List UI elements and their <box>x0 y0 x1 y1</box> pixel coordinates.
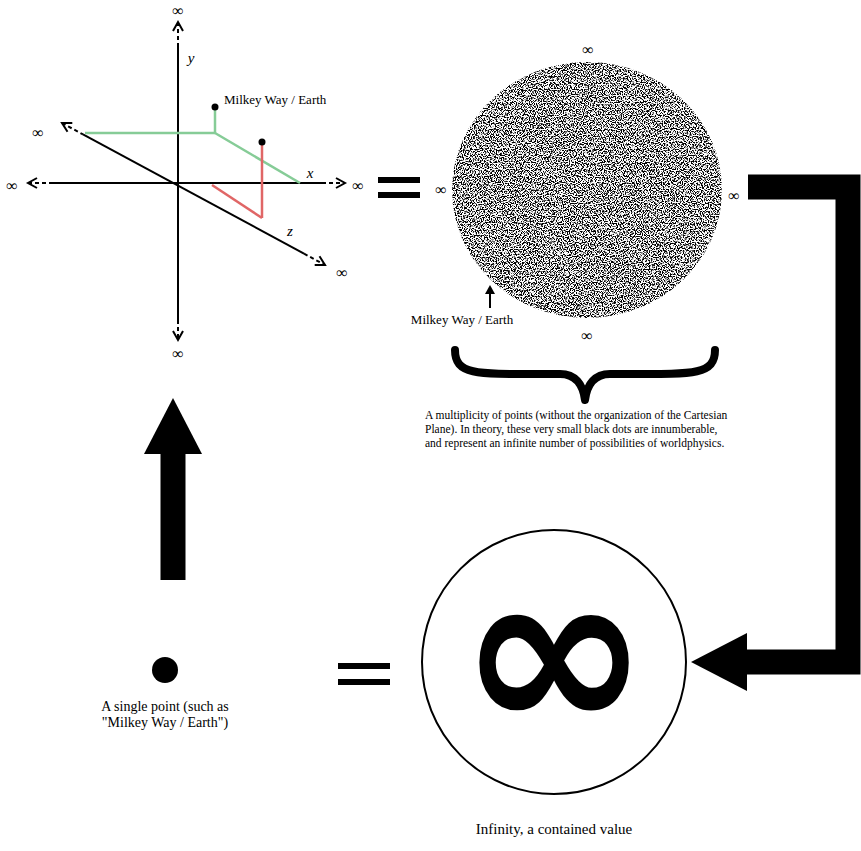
infinity-label: ∞ <box>728 188 739 204</box>
coordinate-line <box>214 110 217 133</box>
infinity-label: ∞ <box>6 178 17 194</box>
infinity-label: ∞ <box>172 346 183 362</box>
point-dot <box>259 139 266 146</box>
single-point <box>152 657 178 683</box>
red-coordinates <box>212 145 262 218</box>
arrow-tip <box>315 256 325 265</box>
pointer-shaft <box>489 292 491 308</box>
curly-brace <box>455 350 715 400</box>
arrow-tip <box>336 178 345 188</box>
coordinate-line <box>212 185 262 218</box>
pointer-arrow <box>485 285 495 308</box>
equals-bar <box>338 679 390 685</box>
arrow-head <box>691 633 747 691</box>
z-axis-dash <box>62 123 83 134</box>
coordinate-line <box>85 132 215 135</box>
equals-sign <box>378 177 420 198</box>
figure-node: ∞ ∞ ∞ Milkey Way / Earth ∞ <box>400 40 745 345</box>
arrow-shaft <box>745 187 848 662</box>
infinity-label: ∞ <box>352 178 363 194</box>
arrow-head <box>144 398 202 454</box>
arrow-tip <box>62 123 72 132</box>
figure-node: A single point (such as "Milkey Way / Ea… <box>40 580 290 745</box>
circle-outline <box>422 530 686 794</box>
infinity-circle: ∞ Infinity, a contained value <box>419 527 691 845</box>
flow-arrow <box>144 398 202 580</box>
x-axis <box>50 182 322 184</box>
infinity-symbol: ∞ <box>458 537 650 767</box>
green-coordinates <box>85 110 300 183</box>
axis-label: y <box>188 51 195 66</box>
arrow-shaft <box>161 452 186 580</box>
arrow-tip <box>28 178 37 188</box>
equals-bar <box>378 192 420 198</box>
point-dot <box>212 104 219 111</box>
infinity-label: ∞ <box>581 328 592 344</box>
equals-bar <box>378 177 420 183</box>
x-axis-dash <box>322 182 345 184</box>
point-description: A single point (such as "Milkey Way / Ea… <box>80 699 250 731</box>
axis-label: z <box>287 224 293 239</box>
axis-label: x <box>307 166 314 181</box>
infinity-label: ∞ <box>435 182 446 198</box>
axes-figure <box>28 22 345 340</box>
infinity-label: ∞ <box>172 3 183 19</box>
arrow-tip <box>173 331 183 340</box>
equals-sign <box>338 663 390 685</box>
infinity-label: ∞ <box>32 125 43 141</box>
z-axis <box>83 134 304 253</box>
point-label: Milkey Way / Earth <box>411 313 513 328</box>
point-label: Milkey Way / Earth <box>224 93 326 108</box>
equals-bar <box>338 663 390 669</box>
y-axis-dash <box>177 22 179 45</box>
z-axis-dash <box>304 254 325 265</box>
figure-node: ∞ y ∞ Milkey Way / Earth ∞ x ∞ z ∞ ∞ <box>0 0 372 398</box>
caption-text: Infinity, a contained value <box>476 821 632 838</box>
infinity-label: ∞ <box>336 265 347 281</box>
infinity-label: ∞ <box>582 42 593 58</box>
arrow-tip <box>173 22 183 31</box>
coordinate-line <box>215 133 300 183</box>
coordinate-line <box>261 145 264 218</box>
pointer-head <box>485 285 495 294</box>
point-cloud <box>452 62 722 318</box>
note-text: A multiplicity of points (without the or… <box>425 408 730 450</box>
